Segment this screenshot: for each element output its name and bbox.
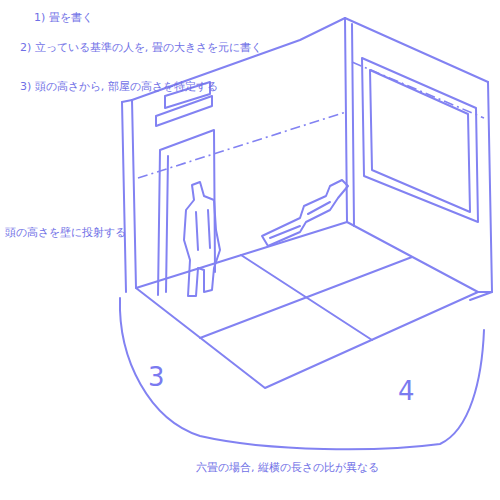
window — [362, 58, 478, 222]
dimension-number: 4 — [398, 376, 415, 407]
door — [166, 156, 168, 292]
section-curve — [120, 298, 484, 449]
caption-note: 六畳の場合, 縦横の長さの比が異なる — [196, 461, 379, 474]
standing-person — [196, 210, 210, 250]
projection-line — [138, 112, 346, 178]
wall-edge — [470, 292, 492, 300]
projection-line — [352, 62, 484, 118]
wall-edge — [122, 100, 132, 102]
lying-person — [262, 180, 348, 246]
standing-person — [184, 182, 220, 296]
lying-person — [270, 202, 330, 238]
floor-outline — [136, 222, 478, 388]
side-note: 頭の高さを壁に投射する — [5, 226, 126, 239]
wall-edge — [488, 82, 492, 292]
step-note: 3) 頭の高さから, 部屋の高さを特定する — [20, 80, 218, 93]
wall-edge — [352, 24, 354, 226]
step-note: 2) 立っている基準の人を, 畳の大きさを元に書く — [20, 41, 262, 54]
dimension-number: 3 — [148, 362, 165, 393]
wall-edge — [345, 18, 347, 222]
wall-edge — [132, 100, 136, 288]
tatami-line — [200, 257, 412, 338]
step-note: 1) 畳を書く — [34, 11, 93, 24]
wall-edge — [345, 18, 488, 82]
wall-edge — [122, 102, 126, 292]
